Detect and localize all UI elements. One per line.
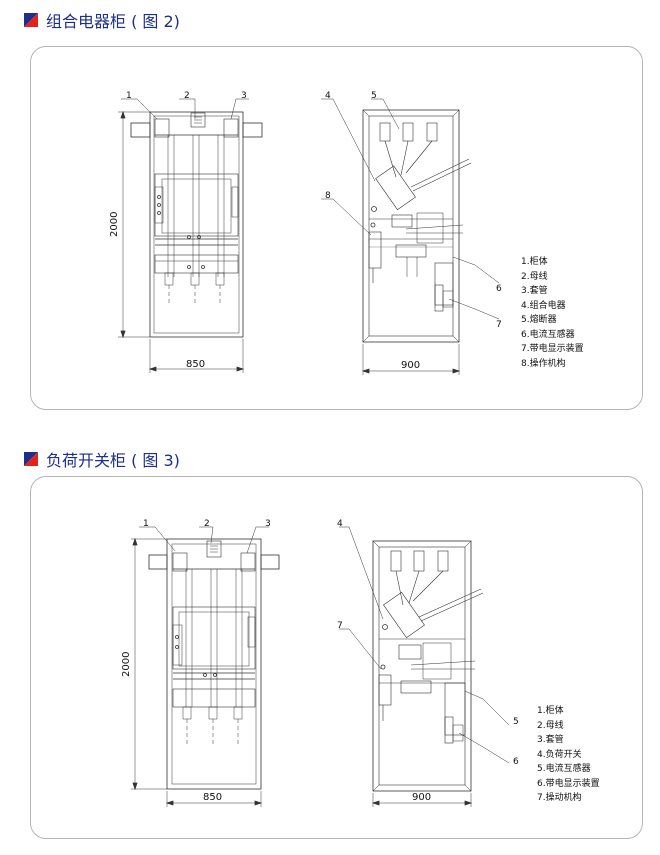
- callout-2: 2: [184, 91, 190, 101]
- callout-5: 5: [513, 717, 519, 727]
- legend-item: 2.母线: [521, 271, 548, 282]
- callout-4: 4: [325, 91, 331, 101]
- callout-3: 3: [241, 91, 247, 101]
- callout-6: 6: [496, 284, 502, 294]
- legend-item: 7.带电显示装置: [521, 344, 584, 354]
- callout-5: 5: [371, 91, 377, 101]
- callout-3: 3: [265, 519, 271, 529]
- side-width-label: 900: [412, 792, 431, 803]
- legend-item: 3.套管: [521, 286, 548, 296]
- cabinet-diagram-1: 1 2 3 2000 850 4 5 8 6 7 900: [109, 91, 502, 375]
- bushing-right: [260, 554, 280, 570]
- section-title-text: 组合电器柜 ( 图 2): [46, 12, 180, 31]
- section-title-2: 负荷开关柜 ( 图 3): [24, 449, 180, 470]
- legend-item: 6.电流互感器: [521, 329, 575, 340]
- callout-1: 1: [126, 91, 132, 101]
- front-cabinet-body: [149, 111, 244, 338]
- legend-item: 5.熔断器: [521, 315, 557, 325]
- legend-item: 4.组合电器: [521, 300, 566, 311]
- legend-item: 2.母线: [537, 720, 564, 731]
- legend-item: 1.柜体: [521, 257, 548, 267]
- legend-2: 1.柜体 2.母线 3.套管 4.负荷开关 5.电流互感器 6.带电显示装置 7…: [537, 704, 600, 806]
- section-title-1: 组合电器柜 ( 图 2): [24, 10, 180, 31]
- callout-4: 4: [337, 519, 343, 529]
- bushing-right: [242, 122, 263, 138]
- legend-item: 6.带电显示装置: [537, 778, 600, 789]
- callout-2: 2: [204, 519, 210, 529]
- diagram-panel-2: 1 2 3 2000 850 4 7 5 6 900 1.柜体 2.母线 3.套…: [30, 476, 643, 839]
- bushing-left: [148, 554, 168, 570]
- callout-7: 7: [337, 621, 343, 631]
- height-label: 2000: [109, 212, 120, 237]
- section-title-text: 负荷开关柜 ( 图 3): [46, 451, 180, 470]
- height-label: 2000: [121, 652, 132, 677]
- callout-8: 8: [325, 191, 331, 201]
- legend-item: 8.操作机构: [521, 358, 566, 369]
- callout-7: 7: [496, 320, 502, 330]
- side-cabinet-body: [362, 109, 460, 343]
- bushing-left: [130, 122, 151, 138]
- legend-item: 4.负荷开关: [537, 749, 582, 760]
- cabinet-diagram-2: 1 2 3 2000 850 4 7 5 6 900: [121, 519, 519, 807]
- legend-item: 1.柜体: [537, 706, 564, 716]
- side-width-label: 900: [401, 360, 420, 371]
- callout-1: 1: [143, 519, 149, 529]
- legend-item: 7.操动机构: [537, 793, 582, 803]
- legend-item: 3.套管: [537, 735, 564, 745]
- legend-1: 1.柜体 2.母线 3.套管 4.组合电器 5.熔断器 6.电流互感器 7.带电…: [521, 255, 584, 371]
- callout-6: 6: [513, 757, 519, 767]
- title-mark-icon: [24, 13, 38, 27]
- front-cabinet-body: [166, 538, 262, 790]
- diagram-panel-1: 1 2 3 2000 850 4 5 8 6 7 900 1.柜体 2.母线 3…: [30, 46, 643, 410]
- width-label: 850: [186, 359, 205, 370]
- legend-item: 5.电流互感器: [537, 764, 591, 774]
- title-mark-icon: [24, 452, 38, 466]
- side-cabinet-body: [372, 540, 472, 792]
- width-label: 850: [203, 792, 222, 803]
